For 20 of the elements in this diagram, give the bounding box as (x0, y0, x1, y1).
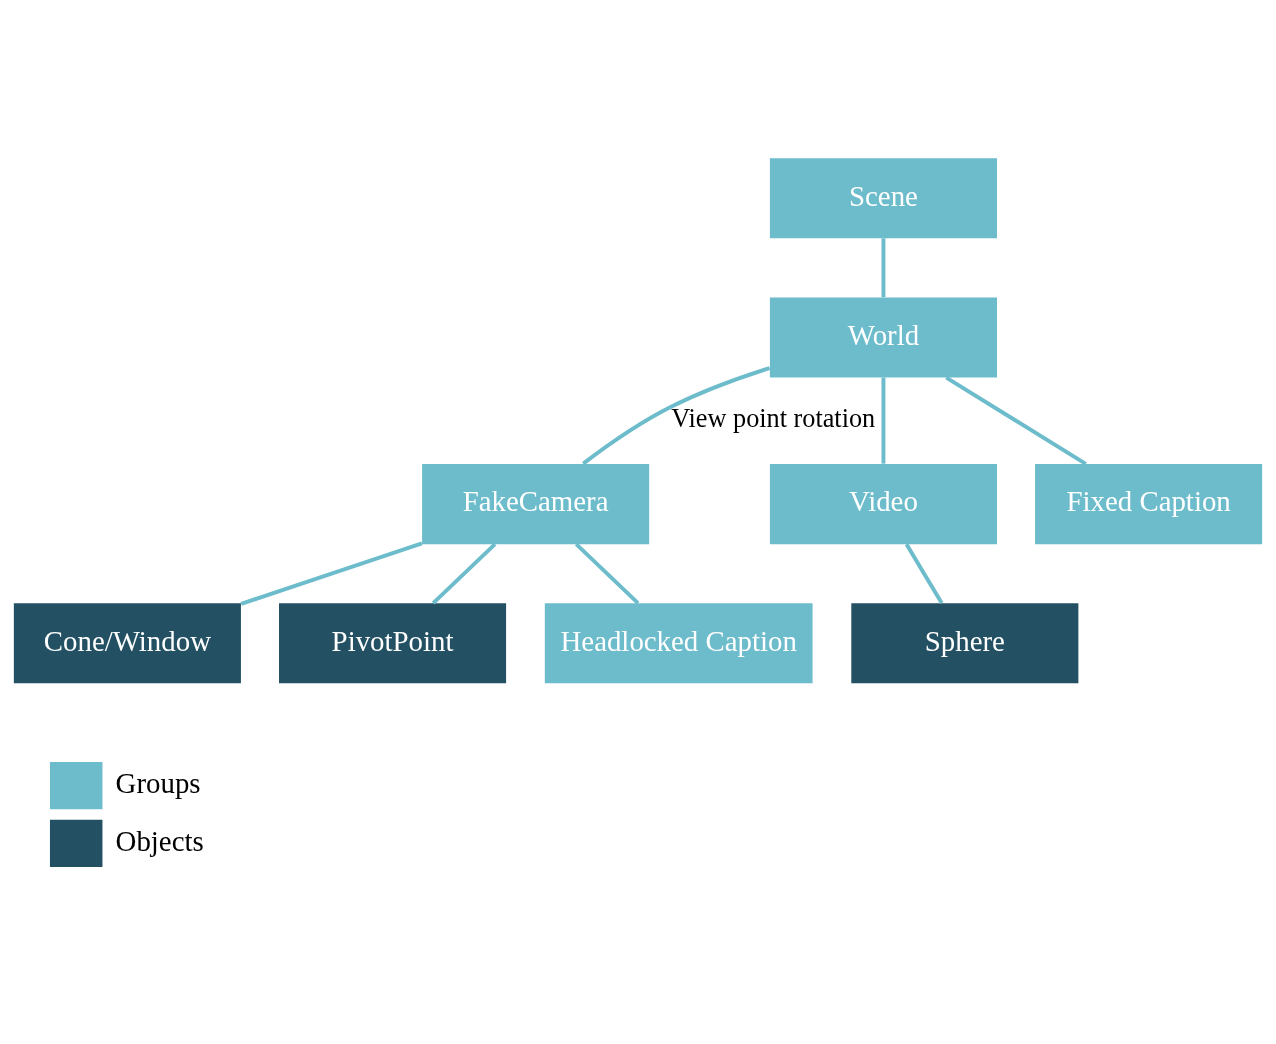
connector (881, 377, 886, 464)
connector (240, 541, 423, 606)
node-box: Sphere (851, 602, 1079, 683)
connector (881, 237, 886, 297)
connector (574, 542, 640, 604)
node-box: Cone/Window (13, 602, 241, 683)
node-box: World (769, 296, 997, 377)
connector (431, 542, 497, 604)
legend-label: Groups (115, 766, 201, 799)
node-box: Scene (769, 157, 997, 238)
legend-label: Objects (115, 824, 204, 857)
node-box: PivotPoint (279, 602, 507, 683)
node-box: Video (769, 463, 997, 544)
connector (582, 365, 771, 465)
node-box: Headlocked Caption (544, 602, 813, 683)
connector (945, 375, 1087, 466)
node-box: FakeCamera (422, 463, 650, 544)
node-box: Fixed Caption (1035, 463, 1263, 544)
connector (904, 542, 944, 604)
edge-label: View point rotation (671, 403, 876, 433)
